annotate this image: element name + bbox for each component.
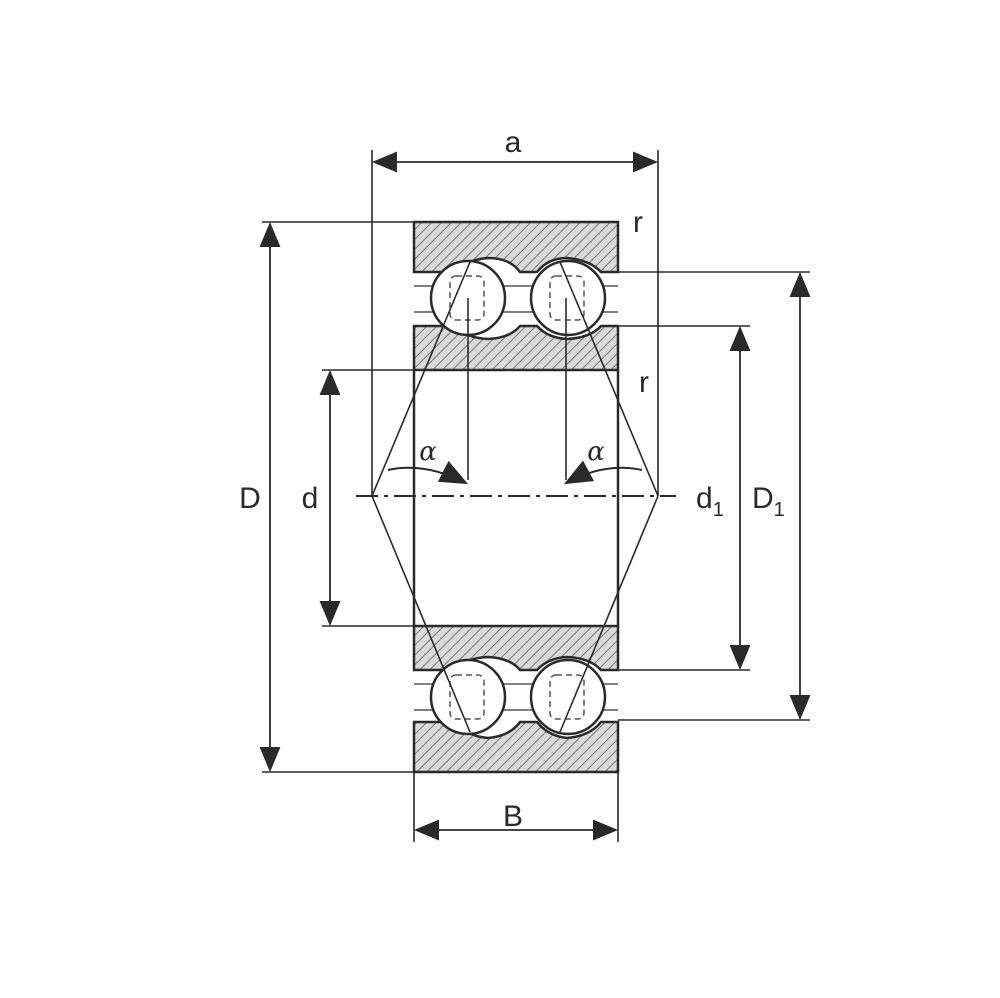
lower-left-ball [429, 658, 507, 736]
label-alpha-left: α [419, 437, 437, 467]
label-a: a [505, 126, 522, 159]
upper-inner-ring [412, 324, 620, 372]
label-d1: d1 [696, 482, 724, 521]
label-d: d [302, 482, 319, 515]
upper-right-ball [529, 259, 607, 337]
label-D: D [239, 482, 261, 515]
label-d1-main: d [696, 482, 713, 515]
alpha-arcs [387, 460, 643, 485]
label-d1-sub: 1 [713, 499, 724, 521]
lower-ball-hidden-lines [449, 674, 585, 720]
label-alpha-right: α [587, 437, 605, 467]
contact-angle-lines [371, 261, 659, 733]
label-B: B [503, 800, 523, 833]
bore-lines [412, 370, 620, 626]
lower-inner-ring [412, 624, 620, 672]
label-D1-main: D [752, 482, 774, 515]
label-D1-sub: 1 [774, 499, 785, 521]
label-r-mid: r [639, 366, 649, 399]
lower-right-ball [529, 658, 607, 736]
upper-outer-ring [412, 220, 620, 274]
label-D1: D1 [752, 482, 785, 521]
label-r-top: r [633, 206, 643, 239]
upper-ball-hidden-lines [449, 275, 585, 321]
dimension-lines [259, 151, 811, 841]
